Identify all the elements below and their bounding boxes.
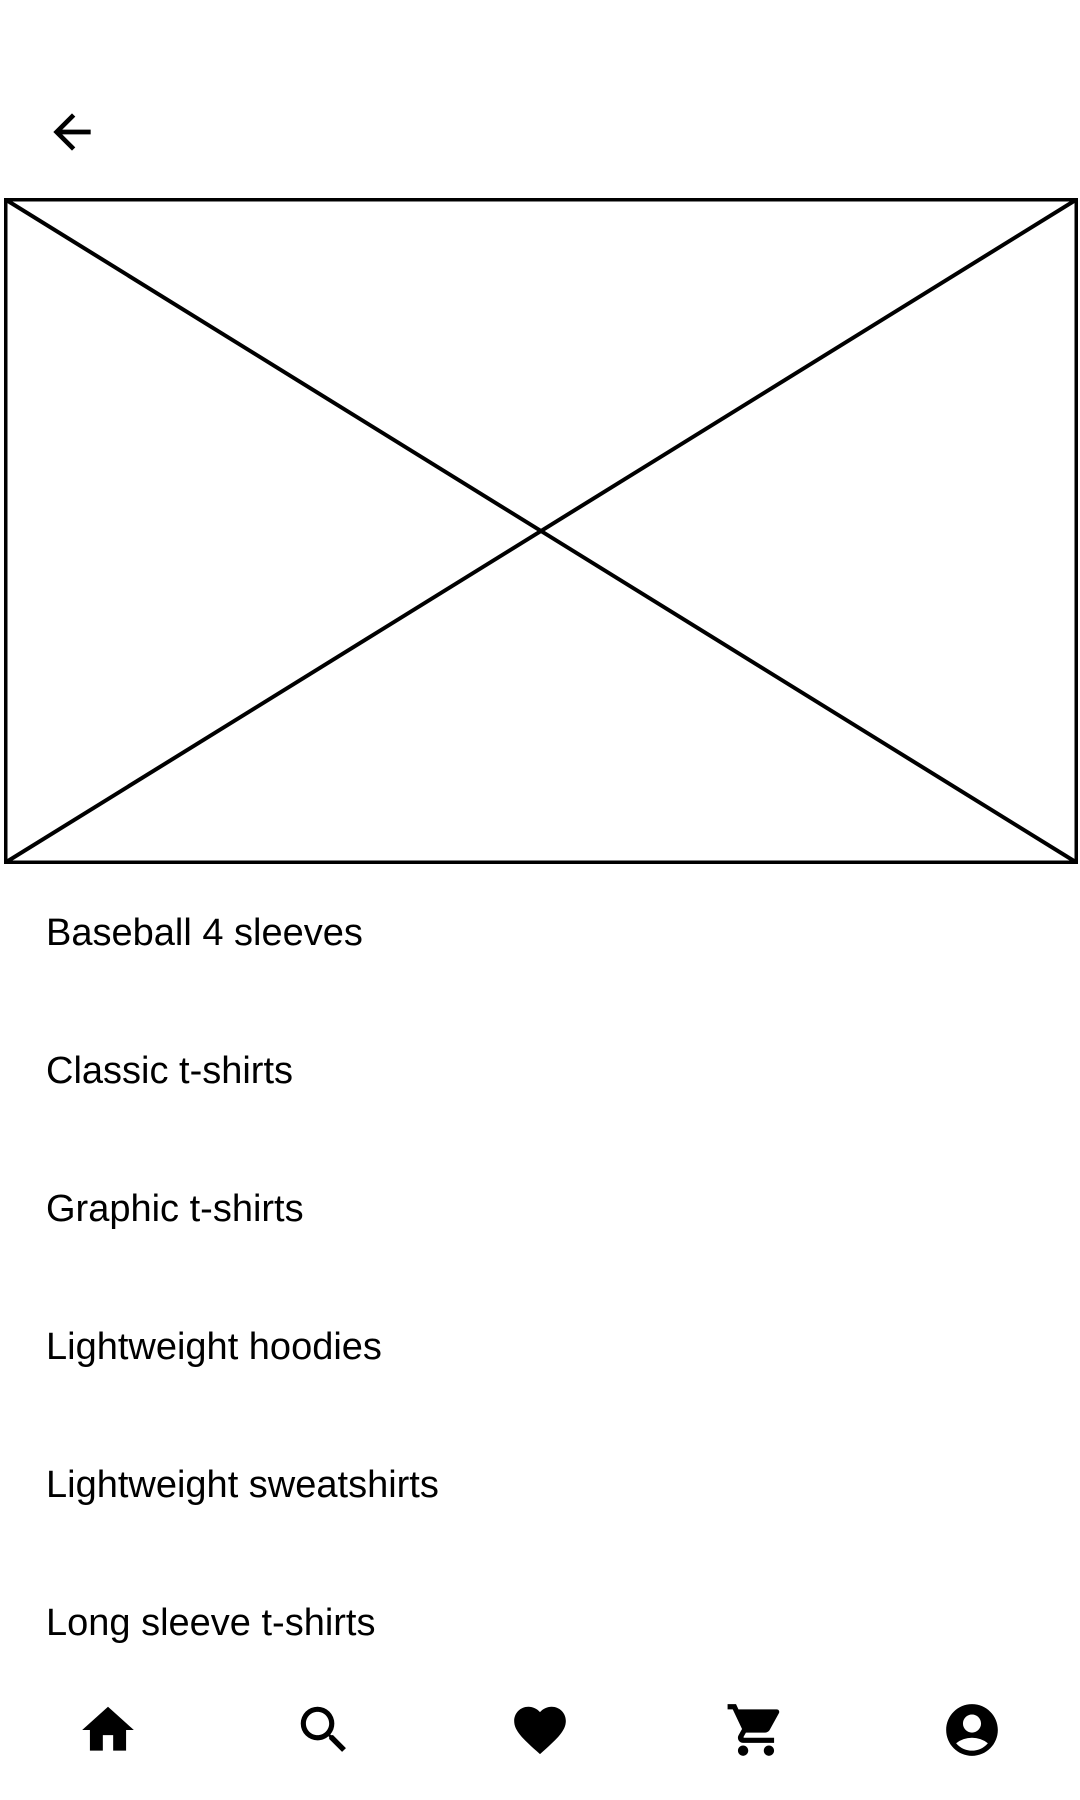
heart-icon: [514, 1706, 566, 1755]
category-label: Lightweight sweatshirts: [46, 1464, 439, 1506]
search-icon: [300, 1706, 346, 1752]
cart-icon: [727, 1704, 780, 1756]
category-item-long-sleeve-t-shirts[interactable]: Long sleeve t-shirts: [0, 1554, 1080, 1692]
account-icon: [946, 1704, 998, 1756]
nav-account-button[interactable]: [922, 1690, 1022, 1770]
category-item-lightweight-hoodies[interactable]: Lightweight hoodies: [0, 1278, 1080, 1416]
category-label: Lightweight hoodies: [46, 1326, 382, 1368]
bottom-navigation: [0, 1690, 1080, 1770]
category-item-classic-t-shirts[interactable]: Classic t-shirts: [0, 1002, 1080, 1140]
nav-search-button[interactable]: [274, 1690, 374, 1770]
category-label: Baseball 4 sleeves: [46, 912, 363, 954]
arrow-back-icon: [53, 113, 91, 151]
back-button[interactable]: [40, 100, 104, 164]
hero-image-placeholder: [4, 198, 1078, 864]
category-list: Baseball 4 sleeves Classic t-shirts Grap…: [0, 864, 1080, 1692]
category-item-baseball-4-sleeves[interactable]: Baseball 4 sleeves: [0, 864, 1080, 1002]
category-item-graphic-t-shirts[interactable]: Graphic t-shirts: [0, 1140, 1080, 1278]
nav-cart-button[interactable]: [706, 1690, 806, 1770]
category-item-lightweight-sweatshirts[interactable]: Lightweight sweatshirts: [0, 1416, 1080, 1554]
nav-home-button[interactable]: [58, 1690, 158, 1770]
category-label: Graphic t-shirts: [46, 1188, 304, 1230]
category-label: Classic t-shirts: [46, 1050, 294, 1092]
category-label: Long sleeve t-shirts: [46, 1602, 376, 1644]
nav-favorites-button[interactable]: [490, 1690, 590, 1770]
home-icon: [82, 1706, 134, 1751]
